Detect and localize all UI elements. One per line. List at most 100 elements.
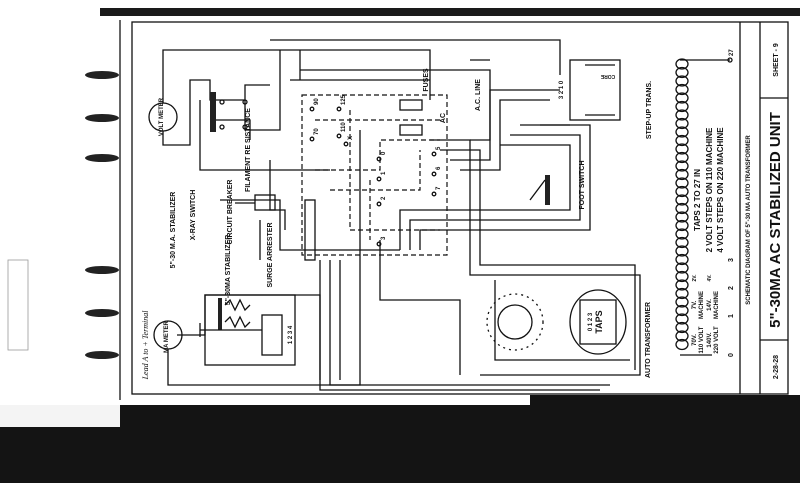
coil-loop	[675, 219, 689, 232]
terminal-0: 0	[728, 353, 735, 357]
note-14v: 14V.	[707, 299, 713, 311]
note-machine-1: MACHINE	[699, 291, 705, 319]
coil-loop	[675, 185, 689, 198]
schematic-subtitle: SCHEMATIC DIAGRAM OF 5"-30 MA AUTO TRANS…	[746, 135, 752, 305]
auto-transformer-label: AUTO TRANSFORMER	[645, 302, 652, 378]
coil-loop	[675, 151, 689, 164]
coil-loop	[675, 338, 689, 351]
foot-switch	[545, 175, 550, 205]
ac-line-label: A.C. LINE	[475, 79, 482, 111]
coil-loop	[675, 168, 689, 181]
taps-numbers: 0 1 2 3	[588, 312, 594, 331]
note-taps-line: TAPS 2 TO 27 IN	[693, 169, 702, 231]
switch-contact-label: 125	[341, 94, 347, 105]
auto-transformer-coil	[675, 58, 689, 351]
coil-loop	[675, 83, 689, 96]
surge-arrester-label: SURGE ARRESTER	[267, 222, 274, 287]
note-2v: 2V.	[692, 274, 698, 282]
coil-loop	[675, 160, 689, 172]
fuse-1	[399, 99, 423, 111]
coil-loop	[675, 143, 689, 155]
tap-switch-dial	[497, 304, 533, 340]
switch-contact	[343, 141, 349, 147]
step-up-trans-label: STEP-UP TRANS.	[646, 81, 653, 139]
core-label: CORE	[600, 73, 615, 79]
coil-loop	[675, 177, 689, 189]
terminal-3: 3	[728, 258, 735, 262]
sheet-border	[131, 21, 789, 395]
volt-meter-label: VOLT METER	[159, 97, 165, 136]
coil-loop	[675, 202, 689, 215]
switch-contact	[431, 171, 437, 177]
switch-contact-label: 90	[314, 98, 320, 105]
fuses-label: FUSES	[423, 68, 430, 92]
switch-contact-label: 2	[381, 196, 387, 200]
coil-loop	[675, 296, 689, 308]
fuse-2	[399, 124, 423, 136]
switch-contact-label: 110	[341, 122, 347, 132]
switch-contact	[376, 156, 382, 162]
switch-contact-label: 3	[381, 236, 387, 240]
surge-arrester	[304, 199, 316, 261]
filament-resistance-label: FILAMENT RE SISTANCE	[245, 108, 252, 192]
coil-loop	[675, 194, 689, 206]
coil-loop	[675, 313, 689, 325]
terminal-27: 27	[729, 49, 735, 56]
switch-contact-label: 0	[381, 151, 387, 155]
coil-loop	[675, 279, 689, 291]
switch-contact-label: X	[348, 136, 354, 140]
coil-loop	[675, 75, 689, 87]
xray-switch-label: X-RAY SWITCH	[190, 190, 197, 241]
taps-label: TAPS	[594, 310, 604, 333]
coil-loop	[675, 330, 689, 342]
coil-loop	[675, 58, 689, 70]
top-scan-edge	[100, 8, 800, 16]
switch-contact	[336, 133, 342, 139]
switch-contact	[431, 191, 437, 197]
coil-loop	[675, 66, 689, 79]
coil-loop	[675, 126, 689, 138]
switch-contact	[309, 136, 315, 142]
ma-meter-label: MA METER	[164, 320, 170, 352]
switch-contact-label: 1	[381, 171, 387, 175]
step-up-transformer	[569, 59, 621, 121]
step-up-terminals: 3 2 1 0	[559, 80, 565, 99]
terminal-2: 2	[728, 286, 735, 290]
switch-contact	[376, 176, 382, 182]
sheet-number: SHEET - 9	[773, 43, 780, 77]
coil-loop	[675, 92, 689, 104]
switch-contact	[376, 201, 382, 207]
switch-contact	[431, 151, 437, 157]
note-7v: 7V.	[692, 300, 698, 309]
circuit-breaker-label: CIRCUIT BREAKER	[227, 180, 234, 245]
terminal-1: 1	[728, 314, 735, 318]
note-110-volt: 110 VOLT	[699, 326, 705, 353]
coil-loop	[675, 270, 689, 283]
note-220-volt: 220 VOLT	[714, 326, 720, 354]
switch-contact-label: 70	[314, 128, 320, 135]
coil-loop	[675, 134, 689, 147]
note-4v: 4V.	[707, 274, 713, 282]
drawing-date: 2-28-28	[773, 355, 780, 379]
note-steps-220: 4 VOLT STEPS ON 220 MACHINE	[716, 127, 725, 253]
schematic-title: 5"-30MA AC STABILIZED UNIT	[767, 112, 784, 328]
stabilizer-terminals: 1 2 3 4	[288, 325, 294, 344]
switch-contact-label: 5	[436, 146, 442, 150]
coil-loop	[675, 245, 689, 257]
xray-switch	[210, 92, 216, 132]
coil-loop	[675, 287, 689, 300]
ac-label: AC	[440, 113, 447, 123]
coil-loop	[675, 262, 689, 274]
coil-loop	[675, 109, 689, 121]
coil-loop	[675, 253, 689, 266]
switch-contact-label: 7	[436, 186, 442, 190]
circuit-breaker	[254, 194, 276, 211]
note-140v: 140V.	[707, 332, 713, 347]
coil-loop	[675, 100, 689, 113]
coil-loop	[675, 211, 689, 223]
stabilizer-note-label: 5"-30 M.A. STABILIZER	[170, 192, 177, 269]
switch-contact	[336, 106, 342, 112]
